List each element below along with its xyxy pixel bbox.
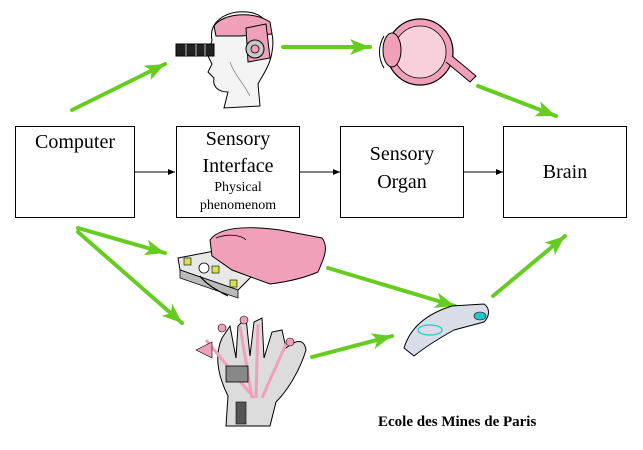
green-arrow-computer-to-head [70,62,167,112]
brain-box: Brain [503,126,627,218]
green-arrow-computer-to-finger-device [76,226,167,256]
eye-icon [379,18,477,86]
interface-sub-line2: phenomenom [199,198,277,213]
interface-label-line1: Sensory [205,128,271,150]
tactile-device-icon [177,227,326,299]
fingertip-icon [403,303,489,357]
green-arrow-eye-to-brain [476,84,558,118]
haptic-glove-icon [195,315,307,427]
computer-box: Computer [15,126,135,218]
green-arrow-glove-to-fingertip [310,333,394,359]
computer-label: Computer [35,131,115,153]
brain-label: Brain [542,161,588,183]
organ-label-line2: Organ [377,171,427,193]
green-arrows [70,39,567,359]
sensory-organ-box: Sensory Organ [340,126,464,218]
green-arrow-device-to-fingertip [326,266,457,308]
green-arrow-computer-to-glove [76,230,184,325]
footer-credit: Ecole des Mines de Paris [378,414,537,430]
interface-label-line2: Interface [202,155,274,177]
interface-sub-line1: Physical [214,180,262,195]
green-arrow-fingertip-to-brain [491,234,567,298]
head-mounted-display-icon [175,11,274,109]
sensory-interface-box: Sensory Interface Physical phenomenom [176,126,300,218]
organ-label-line1: Sensory [369,143,435,165]
